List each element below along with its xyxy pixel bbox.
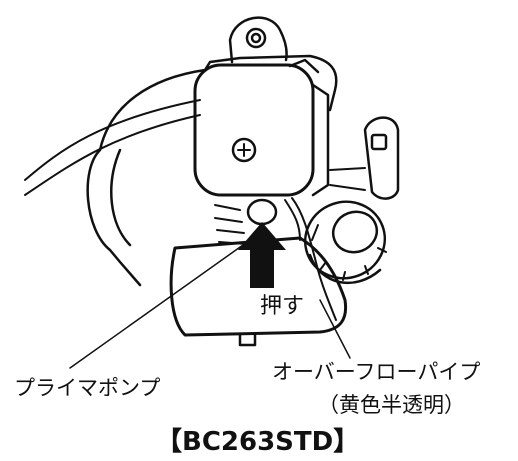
screw-icon <box>231 137 257 163</box>
primer-pump-bulb <box>246 198 278 226</box>
choke-lever <box>363 116 400 200</box>
fuel-pipe <box>284 199 301 241</box>
cable-2 <box>24 114 201 196</box>
overflow-leader-line <box>319 299 351 359</box>
fuel-cap <box>303 200 387 285</box>
press-arrow <box>238 222 286 288</box>
model-label: 【BC263STD】 <box>156 427 360 457</box>
mount-hole <box>245 27 267 49</box>
overflow-pipe-label: オーバーフローパイプ <box>272 360 481 384</box>
primer-leader-line <box>69 239 251 369</box>
mount-hole-inner <box>250 32 262 44</box>
primer-pump-label: プライマポンプ <box>14 376 161 400</box>
top-mount <box>228 16 288 64</box>
air-filter-box <box>193 63 315 197</box>
engine-left-cover <box>86 148 142 287</box>
cable-1 <box>24 99 201 181</box>
air-filter-latch <box>288 58 320 74</box>
cooling-fins <box>214 204 247 245</box>
air-filter-side <box>311 83 330 197</box>
overflow-pipe-note: （黄色半透明） <box>318 393 465 417</box>
press-label: 押す <box>260 294 305 319</box>
engine-left-inner <box>110 148 132 247</box>
